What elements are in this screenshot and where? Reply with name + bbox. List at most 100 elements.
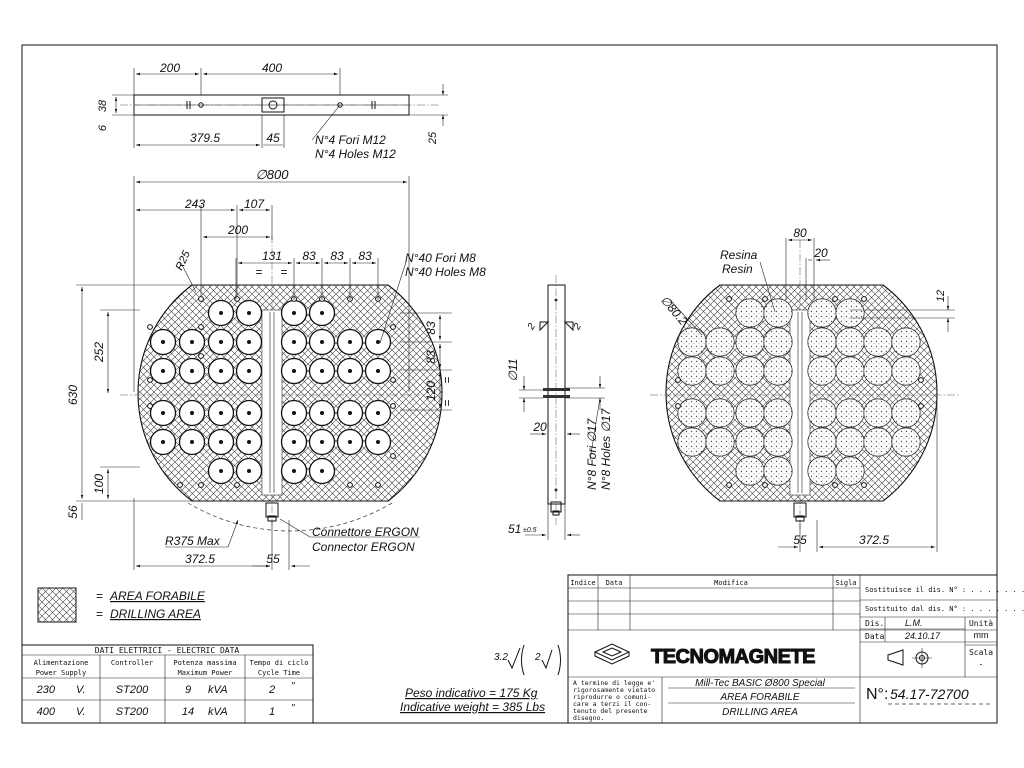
resin-circle bbox=[735, 298, 765, 328]
m8-hole bbox=[918, 403, 924, 409]
m8-hole bbox=[347, 482, 353, 488]
unita-value: mm bbox=[974, 630, 989, 640]
legend-hatch-swatch bbox=[37, 587, 77, 623]
resin-circle bbox=[763, 356, 793, 386]
resin-circle bbox=[677, 356, 707, 386]
data-value: 24.10.17 bbox=[904, 631, 941, 641]
m8-hole bbox=[177, 482, 183, 488]
dim-379-5: 379.5 bbox=[190, 131, 220, 145]
legal-line-1: A termine di legge e' bbox=[573, 679, 655, 687]
resin-circle bbox=[807, 456, 837, 486]
m8-hole bbox=[390, 324, 396, 330]
resin-circle bbox=[807, 327, 837, 357]
dim-51: 51 bbox=[508, 522, 521, 536]
resin-circle bbox=[835, 356, 865, 386]
row2-controller: ST200 bbox=[116, 706, 149, 718]
resin-circle bbox=[863, 398, 893, 428]
pole-hole-center bbox=[292, 411, 296, 415]
resin-circle bbox=[735, 456, 765, 486]
description-line-2: AREA FORABILE bbox=[719, 692, 799, 703]
holes-m12-en: N°4 Holes M12 bbox=[315, 147, 396, 161]
dim-83-b: 83 bbox=[330, 249, 344, 263]
resin-circle bbox=[835, 456, 865, 486]
dim-372-5-front: 372.5 bbox=[185, 552, 215, 566]
header-supply-it: Alimentazione bbox=[34, 659, 89, 667]
col-indice: Indice bbox=[570, 579, 595, 587]
pole-hole-center bbox=[376, 340, 380, 344]
m8-hole bbox=[147, 377, 153, 383]
legal-line-3: riprodurre o comuni- bbox=[573, 693, 651, 701]
right-view: 80 20 Resina Resin ∅80.2 12 55 372.5 bbox=[650, 226, 960, 552]
m8-hole bbox=[375, 482, 381, 488]
m8-hole bbox=[198, 296, 204, 302]
drawing-number-label: N°: bbox=[866, 686, 888, 703]
dim-80: 80 bbox=[793, 226, 807, 240]
eq-mark-a: = bbox=[255, 265, 262, 279]
row1-power: 9 bbox=[185, 684, 191, 696]
weight-en: Indicative weight = 385 Lbs bbox=[400, 700, 545, 714]
dim-55-right: 55 bbox=[793, 533, 807, 547]
top-view: 200 400 38 6 379.5 45 25 N°4 Fori M12 N°… bbox=[97, 61, 448, 161]
m8-hole bbox=[390, 403, 396, 409]
header-controller: Controller bbox=[111, 659, 153, 667]
resin-circle bbox=[863, 356, 893, 386]
row2-power: 14 bbox=[182, 706, 194, 718]
pole-hole-center bbox=[348, 411, 352, 415]
header-supply-en: Power Supply bbox=[36, 669, 87, 677]
scala-value: - bbox=[980, 659, 983, 669]
right-m8-holes bbox=[675, 296, 924, 488]
dim-120: 120 bbox=[424, 381, 438, 401]
roughness-symbol: 3.2 2 bbox=[494, 644, 561, 676]
col-sigla: Sigla bbox=[835, 579, 856, 587]
roughness-value-1: 3.2 bbox=[494, 652, 508, 663]
dim-diameter-800: ∅800 bbox=[255, 167, 289, 182]
m8-hole bbox=[832, 482, 838, 488]
pole-hole-center bbox=[161, 369, 165, 373]
pole-hole-center bbox=[320, 311, 324, 315]
dim-83-v2: 83 bbox=[424, 350, 438, 364]
resin-circle bbox=[891, 356, 921, 386]
resin-circle bbox=[763, 398, 793, 428]
legal-line-6: disegno. bbox=[573, 714, 604, 722]
dis-label: Dis. bbox=[865, 619, 884, 628]
m8-hole bbox=[675, 403, 681, 409]
row1-cycle: 2 bbox=[268, 684, 275, 696]
holes-m12-it: N°4 Fori M12 bbox=[315, 133, 386, 147]
front-view: ∅800 243 107 200 131 83 83 83 = = R25 N°… bbox=[66, 167, 486, 570]
pole-hole-center bbox=[348, 440, 352, 444]
resin-circle bbox=[735, 356, 765, 386]
pole-hole-center bbox=[219, 311, 223, 315]
resin-label-it: Resina bbox=[720, 248, 758, 262]
m8-hole bbox=[234, 482, 240, 488]
m8-hole bbox=[726, 482, 732, 488]
resin-circle bbox=[677, 327, 707, 357]
pole-hole-center bbox=[376, 411, 380, 415]
electric-table-title: DATI ELETTRICI - ELECTRIC DATA bbox=[95, 646, 240, 655]
pole-hole-center bbox=[247, 440, 251, 444]
dim-20-side: 20 bbox=[532, 420, 547, 434]
row1-unit: V. bbox=[76, 684, 86, 696]
pole-hole-center bbox=[161, 340, 165, 344]
dim-55-front: 55 bbox=[266, 552, 280, 566]
pole-hole-center bbox=[247, 340, 251, 344]
pole-hole-center bbox=[376, 369, 380, 373]
dim-107: 107 bbox=[244, 197, 265, 211]
legend-eq-1: = bbox=[96, 589, 103, 603]
m8-hole bbox=[390, 453, 396, 459]
dis-value: L.M. bbox=[905, 618, 923, 628]
m8-hole bbox=[234, 296, 240, 302]
header-cycle-it: Tempo di ciclo bbox=[249, 659, 308, 667]
eq-mark-b: = bbox=[280, 265, 287, 279]
header-power-en: Maximum Power bbox=[178, 669, 233, 677]
row2-unit: V. bbox=[76, 706, 86, 718]
legend-eq-2: = bbox=[96, 607, 103, 621]
dim-56: 56 bbox=[66, 505, 80, 519]
row2-supply: 400 bbox=[37, 706, 56, 718]
pole-hole-center bbox=[348, 369, 352, 373]
resin-circle bbox=[807, 427, 837, 457]
m8-hole bbox=[147, 324, 153, 330]
m8-hole bbox=[198, 482, 204, 488]
legend-area-en: DRILLING AREA bbox=[110, 607, 201, 621]
pole-hole-center bbox=[292, 369, 296, 373]
pole-hole-center bbox=[320, 469, 324, 473]
